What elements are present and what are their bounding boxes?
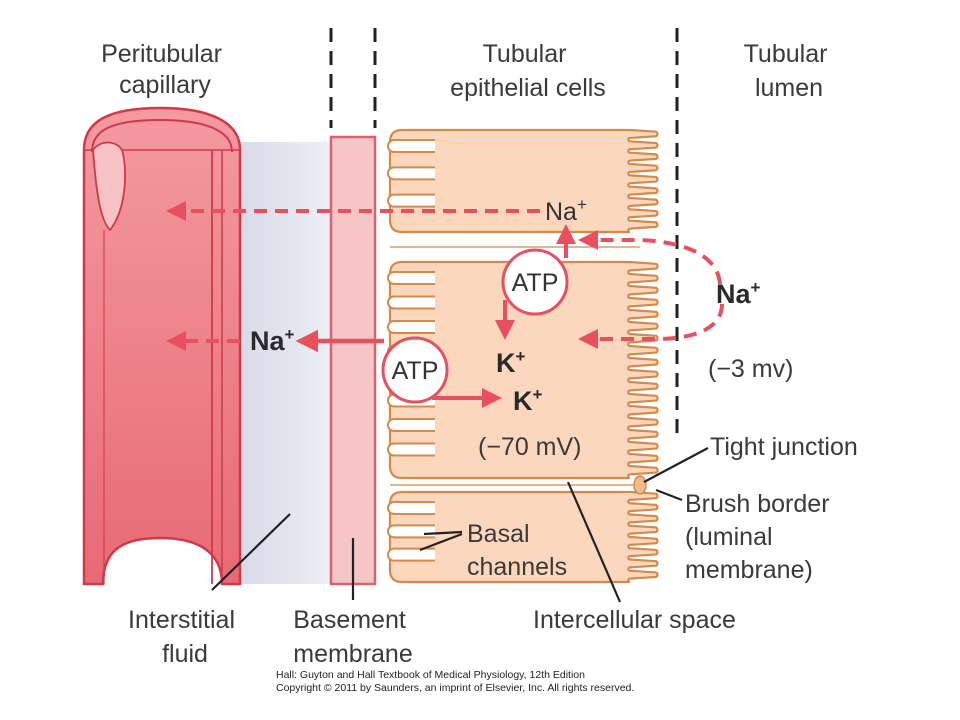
ion-label-k-cell: K+ <box>496 347 526 378</box>
tight-junction <box>633 475 647 495</box>
epithelial-cell <box>388 260 659 480</box>
leader-basal-channel-1 <box>423 530 463 536</box>
basement-membrane <box>329 135 377 586</box>
label-brush-border: Brush border (luminal membrane) <box>685 490 836 584</box>
na-arrow-lumen-loop <box>578 230 722 285</box>
ion-label-na-interstitial: Na+ <box>250 325 295 356</box>
label-tight-junction: Tight junction <box>710 433 858 461</box>
leader-intercellular-space <box>566 481 622 603</box>
atp-pump-upper-label: ATP <box>512 269 559 297</box>
ion-label-na-lumen: Na+ <box>716 278 761 309</box>
tubular-epithelial-cells <box>387 128 659 584</box>
label-peritubular-capillary: Peritubular capillary <box>101 40 229 99</box>
peritubular-capillary <box>82 106 242 586</box>
label-tubular-epithelial-cells: Tubular epithelial cells <box>450 40 606 102</box>
leader-interstitial-fluid <box>211 513 291 591</box>
epithelial-cell <box>388 128 659 234</box>
atp-pump-upper: ATP <box>501 248 569 316</box>
epithelial-cell <box>388 490 659 584</box>
leader-lines <box>211 447 709 603</box>
basal-channel <box>387 139 435 208</box>
ion-label-k-interstitial: K+ <box>513 385 543 416</box>
interstitial-fluid-zone <box>238 142 338 584</box>
label-cell-potential: (−70 mV) <box>478 433 582 461</box>
label-interstitial-fluid: Interstitial fluid <box>128 606 242 668</box>
leader-brush-border <box>655 488 683 502</box>
label-tubular-lumen: Tubular lumen <box>744 40 835 102</box>
na-arrow-lumen-lower <box>578 303 724 349</box>
leader-tight-junction <box>643 447 709 483</box>
atp-pump-lower: ATP <box>381 336 449 404</box>
label-lumen-potential: (−3 mv) <box>708 355 793 383</box>
label-basement-membrane: Basement membrane <box>293 606 413 668</box>
label-basal-channels: Basal channels <box>467 520 567 581</box>
figure-credit: Hall: Guyton and Hall Textbook of Medica… <box>276 669 634 694</box>
basal-channel <box>387 501 435 562</box>
leader-basal-channel-2 <box>419 532 463 552</box>
atp-pump-lower-label: ATP <box>392 357 439 385</box>
ion-label-na-cell: Na+ <box>545 195 587 226</box>
label-intercellular-space: Intercellular space <box>533 606 736 634</box>
